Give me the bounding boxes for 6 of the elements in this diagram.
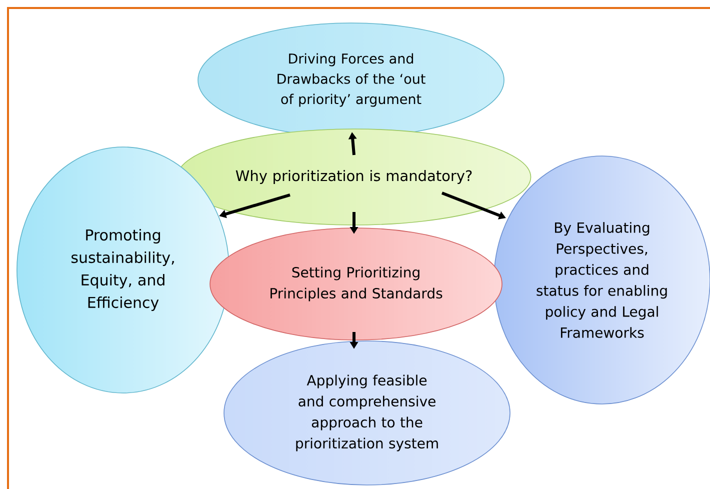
ellipse-node: Promoting sustainability, Equity, and Efficiency <box>16 146 230 394</box>
ellipse-node: Setting Prioritizing Principles and Standards <box>210 228 502 340</box>
ellipse-node: Applying feasible and comprehensive approach to the prioritization system <box>224 340 510 486</box>
ellipse-node: By Evaluating Perspectives, practices and status for enabling policy and Legal Frameworks <box>494 156 710 404</box>
ellipse-node: Why prioritization is mandatory? <box>176 128 532 226</box>
ellipse-node: Driving Forces and Drawbacks of the ‘out of priority’ argument <box>198 22 504 138</box>
